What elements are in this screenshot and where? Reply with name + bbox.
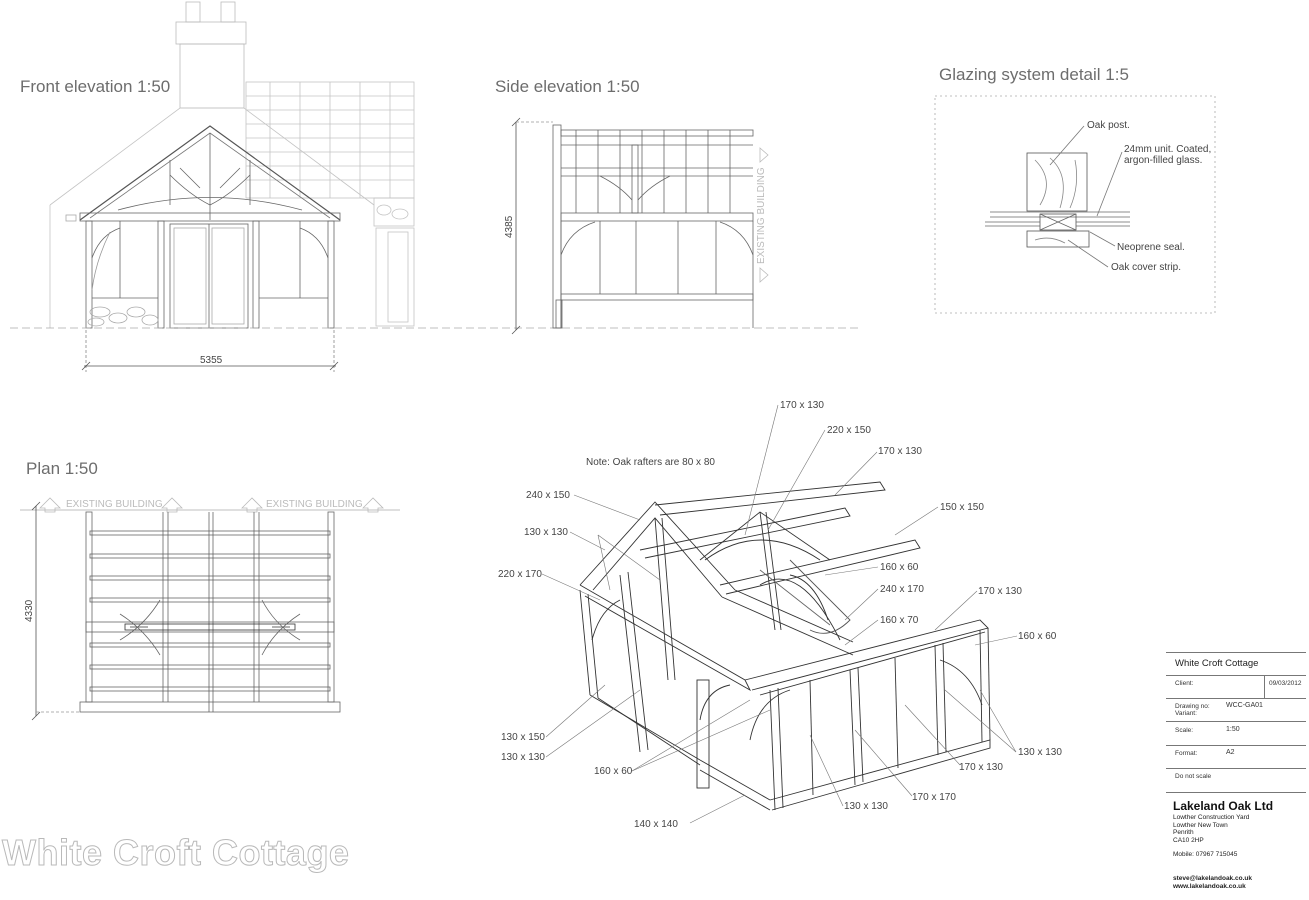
iso-label-19: 140 x 140 bbox=[634, 819, 678, 830]
iso-label-18: 130 x 130 bbox=[844, 801, 888, 812]
side-existing-label: EXISTING BUILDING bbox=[756, 167, 767, 264]
iso-label-12: 130 x 150 bbox=[501, 732, 545, 743]
company-name: Lakeland Oak Ltd bbox=[1173, 799, 1274, 813]
plan-depth-dim: 4330 bbox=[24, 599, 35, 622]
client-label: Client: bbox=[1175, 680, 1194, 687]
plan-existing-right: EXISTING BUILDING bbox=[266, 499, 363, 510]
plan-existing-left: EXISTING BUILDING bbox=[66, 499, 163, 510]
company-email[interactable]: steve@lakelandoak.co.uk bbox=[1173, 875, 1252, 882]
iso-label-13: 130 x 130 bbox=[501, 752, 545, 763]
glazing-label-cover-strip: Oak cover strip. bbox=[1111, 262, 1181, 273]
side-elevation bbox=[511, 117, 769, 335]
drawing-number: WCC-GA01 bbox=[1226, 702, 1263, 709]
glazing-label-unit-1: 24mm unit. Coated, bbox=[1124, 144, 1211, 155]
company-address: Lowther Construction Yard Lowther New To… bbox=[1173, 814, 1250, 844]
iso-leaders bbox=[541, 404, 1018, 824]
glazing-detail-title: Glazing system detail 1:5 bbox=[939, 65, 1129, 84]
iso-label-11: 160 x 60 bbox=[1018, 631, 1057, 642]
iso-label-0: 170 x 130 bbox=[780, 400, 824, 411]
drawing-no-label: Drawing no: bbox=[1175, 703, 1210, 710]
glazing-label-unit-2: argon-filled glass. bbox=[1124, 155, 1202, 166]
format-label: Format: bbox=[1175, 750, 1198, 757]
plan-view bbox=[20, 497, 400, 721]
iso-label-4: 150 x 150 bbox=[940, 502, 984, 513]
isometric-frame bbox=[579, 481, 991, 811]
drawing-date: 09/03/2012 bbox=[1269, 680, 1302, 687]
front-elevation-title: Front elevation 1:50 bbox=[20, 77, 171, 96]
iso-label-6: 220 x 170 bbox=[498, 569, 542, 580]
company-website[interactable]: www.lakelandoak.co.uk bbox=[1173, 883, 1246, 890]
iso-label-7: 160 x 60 bbox=[880, 562, 919, 573]
iso-label-17: 170 x 170 bbox=[912, 792, 956, 803]
iso-label-14: 130 x 130 bbox=[1018, 747, 1062, 758]
side-elevation-title: Side elevation 1:50 bbox=[495, 77, 640, 96]
iso-label-10: 170 x 130 bbox=[978, 586, 1022, 597]
iso-label-15: 160 x 60 bbox=[594, 766, 633, 777]
project-name: White Croft Cottage bbox=[1175, 658, 1259, 669]
iso-label-2: 170 x 130 bbox=[878, 446, 922, 457]
company-mobile: Mobile: 07967 715045 bbox=[1173, 851, 1238, 858]
scale-value: 1:50 bbox=[1226, 726, 1240, 733]
iso-label-1: 220 x 150 bbox=[827, 425, 871, 436]
front-elevation bbox=[10, 1, 860, 372]
iso-label-8: 240 x 170 bbox=[880, 584, 924, 595]
iso-label-16: 170 x 130 bbox=[959, 762, 1003, 773]
do-not-scale-note: Do not scale bbox=[1175, 773, 1212, 780]
iso-label-9: 160 x 70 bbox=[880, 615, 919, 626]
watermark-title: White Croft Cottage bbox=[1, 832, 350, 874]
side-height-dim: 4385 bbox=[504, 215, 515, 238]
iso-note: Note: Oak rafters are 80 x 80 bbox=[586, 457, 715, 468]
glazing-detail bbox=[934, 95, 1216, 314]
format-value: A2 bbox=[1226, 749, 1235, 756]
iso-label-5: 130 x 130 bbox=[524, 527, 568, 538]
scale-label: Scale: bbox=[1175, 727, 1194, 734]
front-width-dim: 5355 bbox=[200, 355, 223, 366]
glazing-label-neoprene: Neoprene seal. bbox=[1117, 242, 1185, 253]
variant-label: Variant: bbox=[1175, 710, 1197, 717]
plan-title: Plan 1:50 bbox=[26, 459, 98, 478]
iso-label-3: 240 x 150 bbox=[526, 490, 570, 501]
title-block: White Croft Cottage Client: 09/03/2012 D… bbox=[1166, 652, 1306, 900]
glazing-label-oak-post: Oak post. bbox=[1087, 120, 1130, 131]
